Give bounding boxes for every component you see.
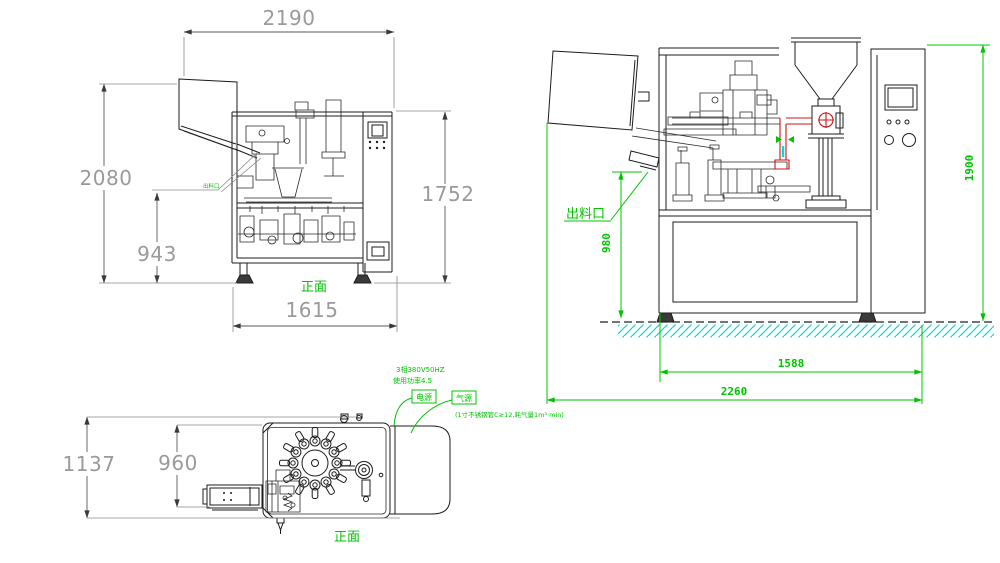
utility-callouts: 3相380V50HZ 使用功率4.5 电源 气源 (1寸不锈钢管C≥12,耗气量… — [393, 365, 564, 434]
front-dim-width-bottom: 1615 — [286, 298, 339, 322]
power-callout-box — [411, 389, 437, 404]
top-transfer-assembly — [265, 469, 301, 513]
front-dimensions: 2190 2080 943 出料口 1752 1615 正面 — [80, 6, 475, 332]
front-mechanism-upper — [236, 99, 346, 214]
power-note-line1: 3相380V50HZ — [396, 365, 445, 374]
front-dim-width-top: 2190 — [263, 6, 316, 30]
top-knob-assembly — [340, 461, 384, 502]
power-note-line2: 使用功率4.5 — [393, 376, 432, 385]
side-mechanism — [663, 60, 812, 202]
side-machine-frame — [658, 47, 871, 314]
side-view: 1900 980 出料口 1588 2260 — [546, 37, 994, 404]
top-view: 1137 960 正面 3相380V50HZ 使用功率4.5 电源 气源 (1寸… — [63, 365, 564, 545]
front-dim-height-mid: 943 — [137, 242, 177, 266]
side-dim-height-discharge: 980 — [600, 233, 613, 253]
side-panel-buttons — [884, 119, 916, 147]
rotary-turret — [279, 427, 351, 499]
top-dim-depth-body: 960 — [158, 451, 198, 475]
front-view-label: 正面 — [301, 280, 327, 295]
side-dim-width-feet: 1588 — [778, 357, 805, 370]
air-callout-box — [451, 390, 477, 405]
top-dimensions: 1137 960 正面 — [63, 416, 400, 545]
side-dimensions: 1900 980 出料口 1588 2260 — [546, 44, 990, 404]
air-note: (1寸不锈钢管C≥12,耗气量1m³·min) — [455, 410, 564, 419]
side-open-door — [547, 50, 717, 171]
top-view-label: 正面 — [334, 530, 360, 545]
side-dim-width-total: 2260 — [721, 385, 748, 398]
top-conveyor — [202, 484, 263, 511]
air-callout-label: 气源 — [456, 393, 472, 403]
top-dim-depth-total: 1137 — [63, 452, 116, 476]
front-dim-height-total: 2080 — [80, 166, 133, 190]
side-control-cabinet — [870, 48, 926, 314]
filling-pipe — [774, 117, 812, 170]
power-callout-label: 电源 — [416, 392, 432, 402]
front-panel-buttons — [368, 140, 386, 150]
side-dim-height-total: 1900 — [963, 155, 976, 182]
front-small-note: 出料口 — [203, 182, 220, 190]
front-feet — [235, 263, 372, 284]
front-machine-frame — [231, 111, 393, 273]
front-dim-height-frame: 1752 — [422, 182, 475, 206]
side-hopper — [791, 37, 861, 209]
front-open-hood — [178, 78, 261, 159]
side-feet-ground — [600, 312, 994, 338]
ground-hatch — [618, 324, 994, 338]
front-view: 2190 2080 943 出料口 1752 1615 正面 — [80, 6, 475, 332]
discharge-port-label: 出料口 — [566, 207, 605, 222]
front-mechanism-lower — [238, 213, 356, 245]
